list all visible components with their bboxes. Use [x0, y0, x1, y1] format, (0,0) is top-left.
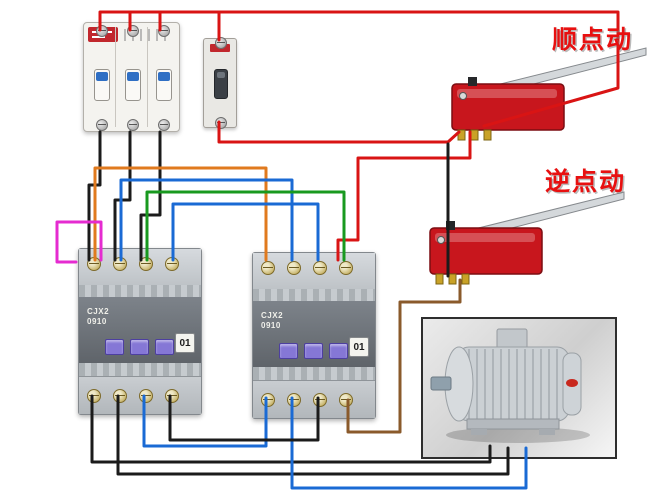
terminal-screw	[96, 25, 108, 37]
contactor-rib-band	[79, 363, 201, 377]
contactor-model-label: CJX2 0910	[87, 307, 110, 326]
terminal-screw	[139, 257, 153, 271]
contactor-button[interactable]	[304, 343, 323, 359]
contactor-bottom-terminal-strip	[79, 376, 201, 414]
switch-body-highlight	[435, 233, 535, 242]
contactor-buttons	[105, 339, 174, 355]
contactor-button[interactable]	[329, 343, 348, 359]
switch-terminals	[457, 129, 492, 141]
switch-pivot-screw	[437, 236, 445, 244]
terminal-screw	[165, 257, 179, 271]
motor-shaft	[430, 376, 452, 391]
contactor-button[interactable]	[130, 339, 149, 355]
switch-body-highlight	[457, 89, 557, 98]
contactor-rib-band	[253, 289, 375, 301]
wire-orange-crossover	[93, 166, 268, 262]
contactor-button[interactable]	[105, 339, 124, 355]
breaker-pole-divider	[115, 27, 116, 127]
contactor-forward: CJX2 0910 01	[78, 248, 202, 415]
breaker-toggle-pole3[interactable]	[156, 69, 172, 101]
terminal-screw	[113, 389, 127, 403]
label-reverse-jog: 逆点动	[545, 168, 627, 196]
switch-plunger[interactable]	[446, 221, 455, 230]
switch-pivot-screw	[459, 92, 467, 100]
terminal-screw	[139, 389, 153, 403]
wire-black-phase3	[139, 130, 162, 262]
terminal-screw	[165, 389, 179, 403]
terminal-screw	[158, 25, 170, 37]
motor-red-badge	[566, 379, 578, 387]
contactor-button[interactable]	[279, 343, 298, 359]
terminal-screw	[215, 37, 227, 49]
aux-breaker-toggle[interactable]	[214, 69, 228, 99]
contactor-buttons	[279, 343, 348, 359]
contactor-face: CJX2 0910 01	[79, 297, 201, 363]
contactor-rib-band	[253, 367, 375, 381]
breaker-pole-divider	[147, 27, 148, 127]
contactor-model-label: CJX2 0910	[261, 311, 284, 330]
terminal-screw	[215, 117, 227, 129]
contactor-button[interactable]	[155, 339, 174, 355]
terminal-screw	[287, 393, 301, 407]
motor-foot	[471, 429, 487, 435]
terminal-screw	[87, 257, 101, 271]
breaker-toggle-pole2[interactable]	[125, 69, 141, 101]
motor-photo	[421, 317, 617, 459]
motor-foot	[539, 429, 555, 435]
motor-illustration	[430, 328, 590, 443]
label-forward-jog: 顺点动	[552, 26, 634, 54]
motor-body	[456, 346, 570, 422]
terminal-screw	[261, 393, 275, 407]
motor-base	[466, 418, 560, 430]
contactor-bottom-terminal-strip	[253, 380, 375, 418]
contactor-reverse: CJX2 0910 01	[252, 252, 376, 419]
wire-red-breaker-to-switch1	[217, 120, 461, 144]
contactor-top-terminal-strip	[253, 253, 375, 290]
contactor-face: CJX2 0910 01	[253, 301, 375, 367]
switch-terminals	[435, 273, 470, 285]
main-circuit-breaker	[83, 22, 180, 132]
terminal-screw	[313, 261, 327, 275]
contactor-rib-band	[79, 285, 201, 297]
contactor-top-terminal-strip	[79, 249, 201, 286]
wire-black-phase2	[113, 130, 132, 262]
terminal-screw	[87, 389, 101, 403]
terminal-screw	[261, 261, 275, 275]
wire-black-phase1	[87, 130, 102, 262]
terminal-screw	[339, 261, 353, 275]
switch-plunger[interactable]	[468, 77, 477, 86]
contactor-badge: 01	[349, 337, 369, 357]
breaker-toggle-pole1[interactable]	[94, 69, 110, 101]
terminal-screw	[313, 393, 327, 407]
terminal-screw	[287, 261, 301, 275]
terminal-screw	[96, 119, 108, 131]
terminal-screw	[127, 119, 139, 131]
contactor-badge: 01	[175, 333, 195, 353]
terminal-screw	[127, 25, 139, 37]
terminal-screw	[113, 257, 127, 271]
terminal-screw	[158, 119, 170, 131]
terminal-screw	[339, 393, 353, 407]
aux-circuit-breaker	[203, 37, 237, 129]
